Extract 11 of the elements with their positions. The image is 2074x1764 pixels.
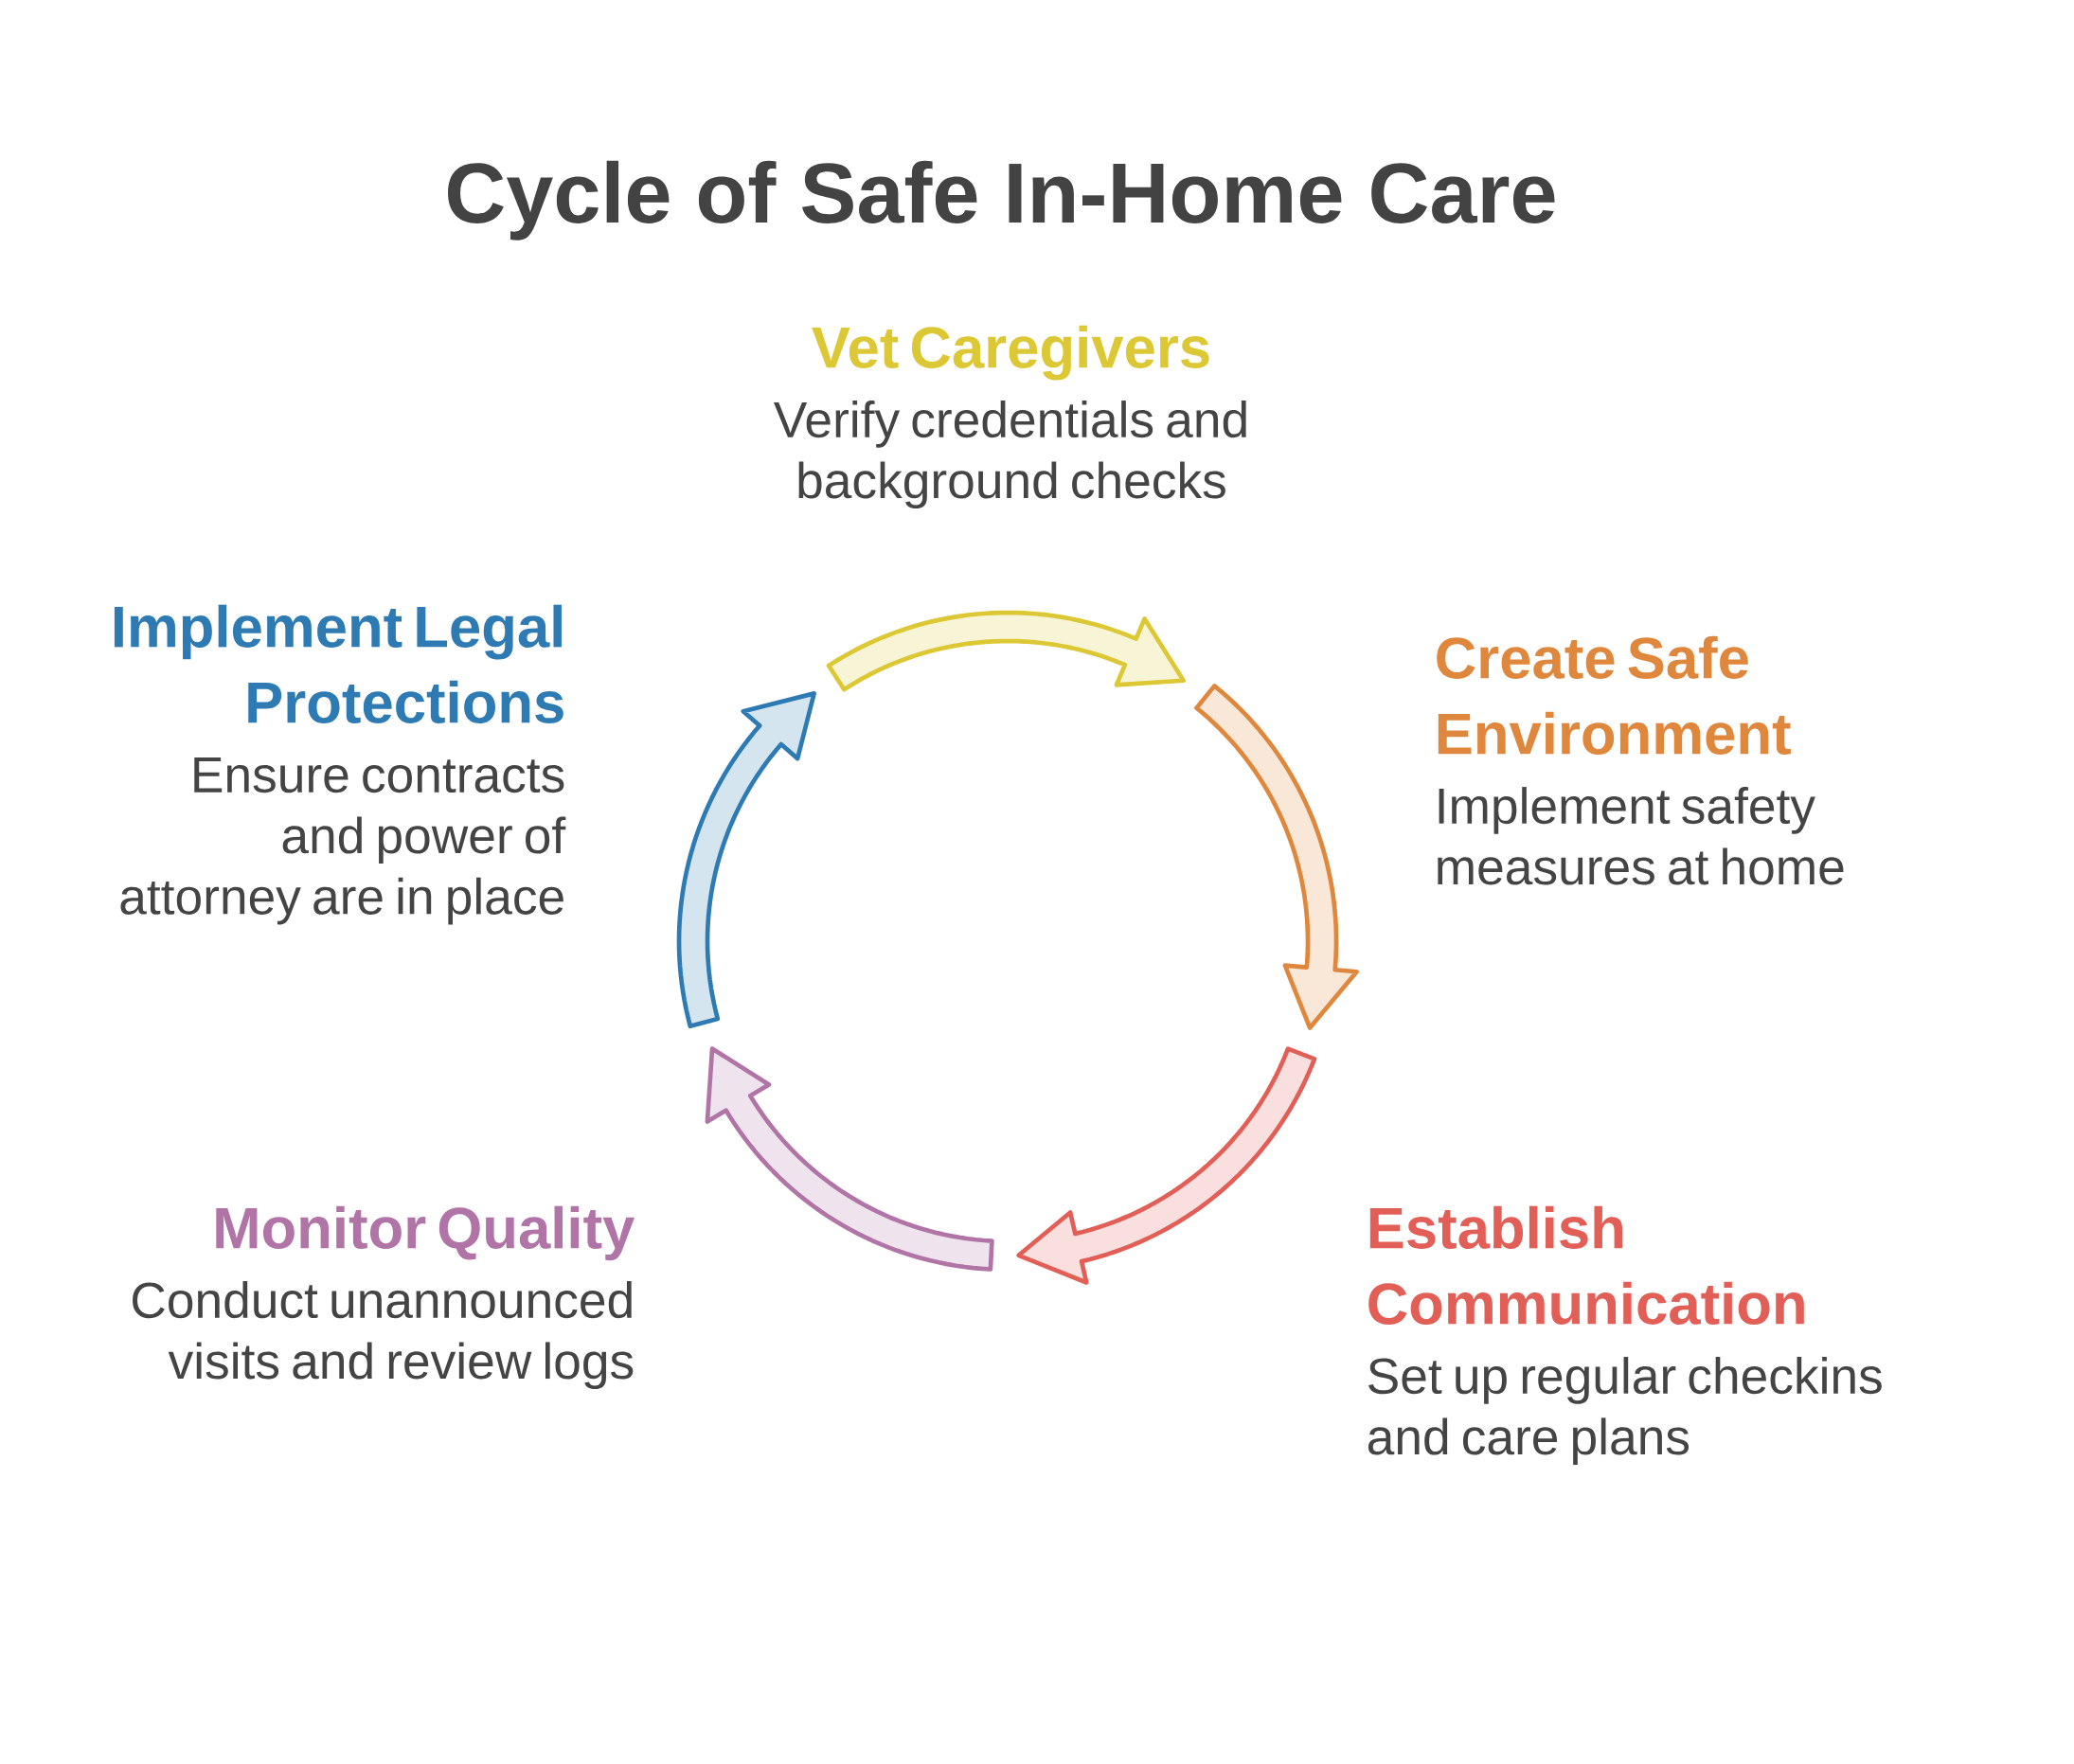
- step-description: Verify credentials and background checks: [773, 401, 1246, 509]
- step-description: Conduct unannounced visits and review logs: [133, 1281, 634, 1390]
- step-heading: Create Safe Environment: [1437, 635, 1791, 755]
- step-description: Implement safety measures at home: [1438, 787, 1844, 885]
- step-heading: Implement Legal Protections: [114, 604, 563, 723]
- step-description: Set up regular checkins and care plans: [1368, 1357, 1882, 1466]
- title: Cycle of Safe In-Home Care: [448, 160, 1555, 241]
- step-heading: Establish Communication: [1368, 1205, 1804, 1325]
- step-heading: Vet Caregivers: [812, 325, 1209, 381]
- step-description: Ensure contracts and power of attorney are in place: [120, 757, 566, 925]
- step-heading: Monitor Quality: [216, 1205, 635, 1261]
